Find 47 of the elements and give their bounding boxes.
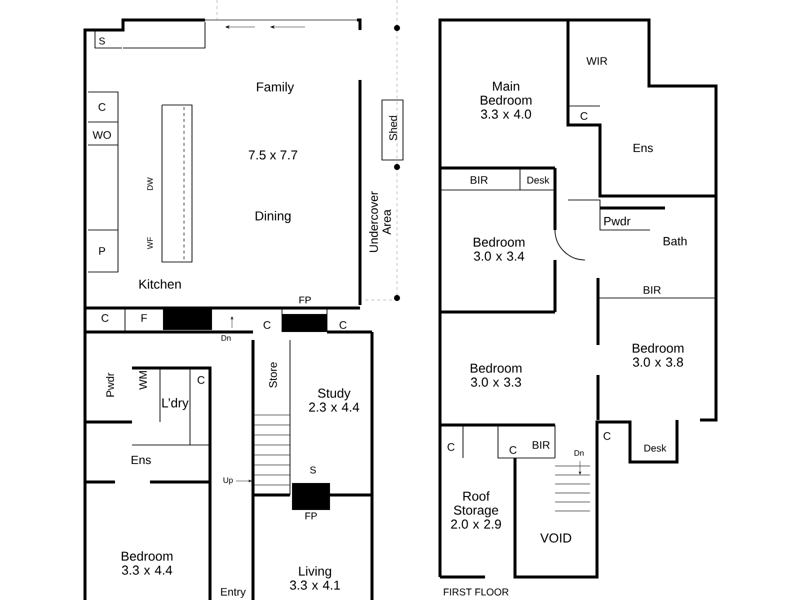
fixture-label: S — [99, 37, 105, 45]
room-label: Pwdr — [604, 216, 630, 226]
room-label: Undercover Area — [369, 191, 391, 252]
fixture-label: C — [98, 103, 106, 111]
room-label: Family — [257, 82, 294, 94]
room-label: Entry — [221, 588, 246, 598]
fixture-label: FP — [305, 512, 317, 520]
room-label: Ens — [132, 456, 151, 464]
fixture-label: C — [102, 314, 109, 322]
fixture-label: BIR — [644, 286, 661, 294]
fixture-label: WM — [139, 371, 147, 390]
fixture-label: BIR — [532, 441, 550, 449]
fixture-label: FP — [299, 296, 311, 304]
room-label: Shed — [388, 116, 398, 140]
fixture-label: Desk — [527, 176, 550, 184]
fixture-label: C — [264, 321, 271, 329]
fixture-label: S — [310, 466, 316, 474]
fixture-label: WIR — [586, 57, 608, 65]
fixture-label: F — [142, 314, 147, 322]
fixture-label: C — [198, 376, 205, 384]
room-label: Main Bedroom 3.3 x 4.0 — [480, 81, 532, 119]
room-label: VOID — [540, 533, 572, 543]
fixture-label: C — [580, 112, 588, 120]
room-label: Ens — [634, 144, 653, 152]
room-label: Kitchen — [139, 279, 181, 289]
room-label: Bath — [664, 236, 687, 246]
fixture-label: WO — [92, 131, 111, 139]
fixture-label: P — [99, 247, 106, 255]
fixture-label: C — [448, 443, 455, 451]
room-label: Bedroom 3.0 x 3.8 — [632, 343, 684, 367]
fixture-label: BIR — [470, 176, 488, 184]
room-label: Living 3.3 x 4.1 — [290, 566, 340, 590]
floor-title: FIRST FLOOR — [444, 588, 508, 596]
room-label: Bedroom 3.0 x 3.4 — [474, 237, 524, 261]
room-dimension: 7.5 x 7.7 — [248, 150, 298, 160]
fixture-label: C — [510, 446, 517, 454]
room-label: Store — [269, 362, 277, 388]
fixture-label: C — [604, 432, 611, 440]
room-label: Pwdr — [106, 372, 114, 397]
room-label: Bedroom 3.0 x 3.3 — [470, 363, 522, 387]
room-label: L’dry — [162, 398, 189, 410]
room-label: Bedroom 3.3 x 4.4 — [122, 551, 172, 575]
room-label: Dining — [256, 210, 291, 224]
room-label: Study 2.3 x 4.4 — [309, 388, 360, 412]
room-label: Roof Storage 2.0 x 2.9 — [451, 491, 501, 529]
fixture-label: C — [340, 321, 347, 329]
fixture-label: Desk — [644, 444, 666, 452]
